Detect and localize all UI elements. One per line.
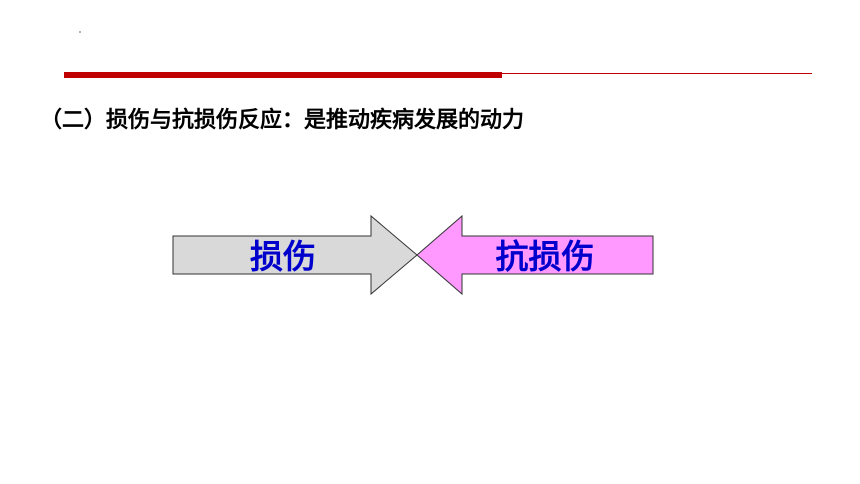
header-rule-thick [64,72,502,78]
decorative-dot [79,31,81,33]
injury-arrow-label: 损伤 [250,237,316,276]
anti-injury-arrow-label: 抗损伤 [496,237,595,276]
anti-injury-arrow [416,214,654,296]
injury-arrow [172,214,418,296]
header-rule-thin [502,73,812,74]
slide-heading: （二）损伤与抗损伤反应：是推动疾病发展的动力 [40,108,525,133]
